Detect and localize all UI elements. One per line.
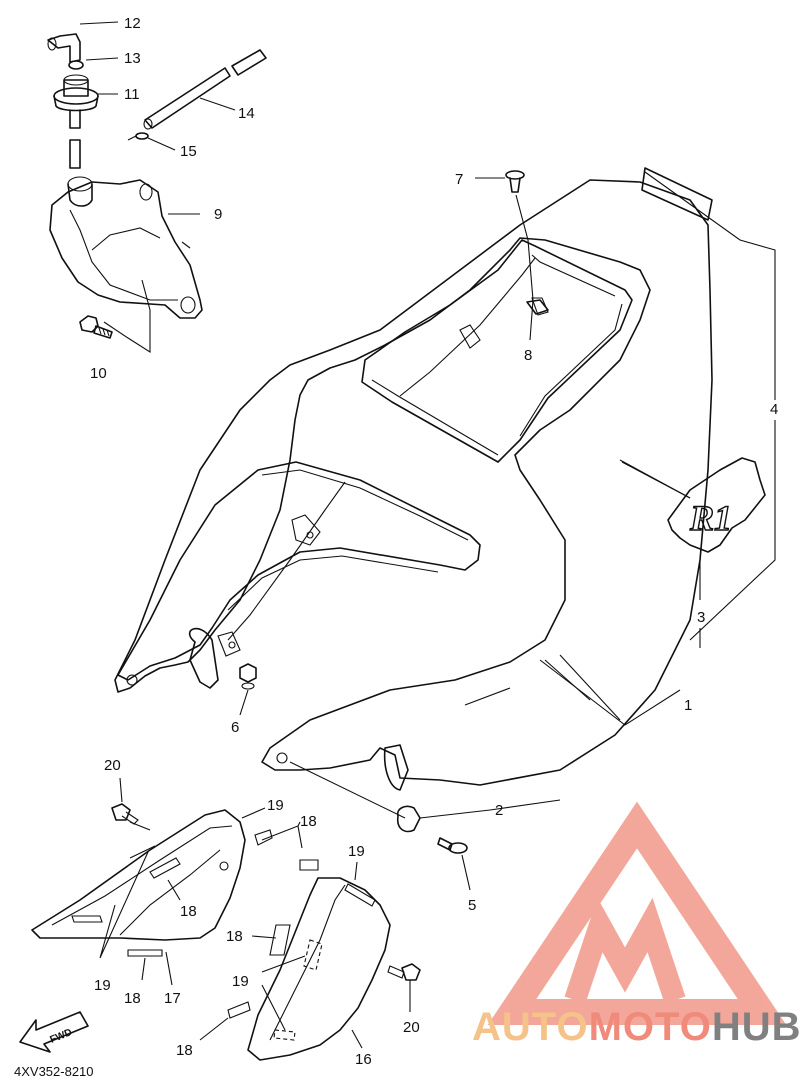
r1-decal: R1 [667, 457, 766, 553]
elbow-fitting-12 [47, 33, 81, 63]
short-tube [69, 139, 81, 169]
callout-13: 13 [124, 50, 141, 67]
r1-decal-text: R1 [689, 498, 732, 538]
callout-20a: 20 [104, 757, 121, 774]
callout-19c: 19 [94, 977, 111, 994]
callout-19d: 19 [232, 973, 249, 990]
catalog-number: 4XV352-8210 [14, 1064, 94, 1079]
screw-7 [505, 170, 525, 193]
callout-4: 4 [770, 401, 778, 418]
callout-7: 7 [455, 171, 463, 188]
callout-18d: 18 [124, 990, 141, 1007]
callout-18e: 18 [176, 1042, 193, 1059]
callout-20b: 20 [403, 1019, 420, 1036]
o-ring-13 [68, 60, 84, 70]
damper-2 [396, 805, 421, 833]
callout-18c: 18 [226, 928, 243, 945]
watermark-triangle-icon [487, 801, 787, 1025]
bolt-20-upper [111, 803, 139, 825]
callout-11: 11 [124, 86, 140, 103]
fwd-label: FWD [48, 1027, 73, 1046]
strip-decal [641, 167, 713, 221]
callout-6: 6 [231, 719, 239, 736]
callout-14: 14 [238, 105, 255, 122]
callout-12: 12 [124, 15, 141, 32]
callout-2: 2 [495, 802, 503, 819]
callout-8: 8 [524, 347, 532, 364]
cap-fitting-11 [53, 74, 99, 129]
callout-9: 9 [214, 206, 222, 223]
reservoir-tank [49, 176, 203, 319]
callout-3: 3 [697, 609, 705, 626]
callout-18a: 18 [300, 813, 317, 830]
bolt-10 [79, 315, 113, 339]
leader-lines [79, 21, 776, 1049]
callout-5: 5 [468, 897, 476, 914]
callout-1: 1 [684, 697, 692, 714]
side-cover-right [227, 829, 391, 1061]
clip-15 [127, 132, 149, 141]
side-cover-left [31, 809, 246, 957]
callout-15: 15 [180, 143, 197, 160]
bolt-20-right [387, 963, 421, 981]
callout-16: 16 [355, 1051, 372, 1068]
nut-8 [526, 299, 549, 315]
callout-17: 17 [164, 990, 181, 1007]
callout-labels: 1 2 3 4 5 6 7 8 9 10 11 12 13 14 15 16 1… [90, 15, 778, 1068]
hose-14 [143, 49, 267, 130]
callout-10: 10 [90, 365, 107, 382]
watermark-text-part2: MOTO [589, 1005, 712, 1049]
callout-19b: 19 [348, 843, 365, 860]
watermark-text-part1: AUTO [472, 1005, 589, 1049]
watermark-text-part3: HUB [712, 1005, 800, 1049]
screw-5 [437, 837, 468, 854]
watermark-text: AUTOMOTOHUB [472, 1005, 800, 1049]
fwd-arrow-icon: FWD [19, 1011, 89, 1053]
callout-19a: 19 [267, 797, 284, 814]
seat-cowl [114, 179, 713, 791]
grommet-6 [239, 663, 257, 690]
callout-18b: 18 [180, 903, 197, 920]
watermark-logo [487, 801, 787, 1025]
